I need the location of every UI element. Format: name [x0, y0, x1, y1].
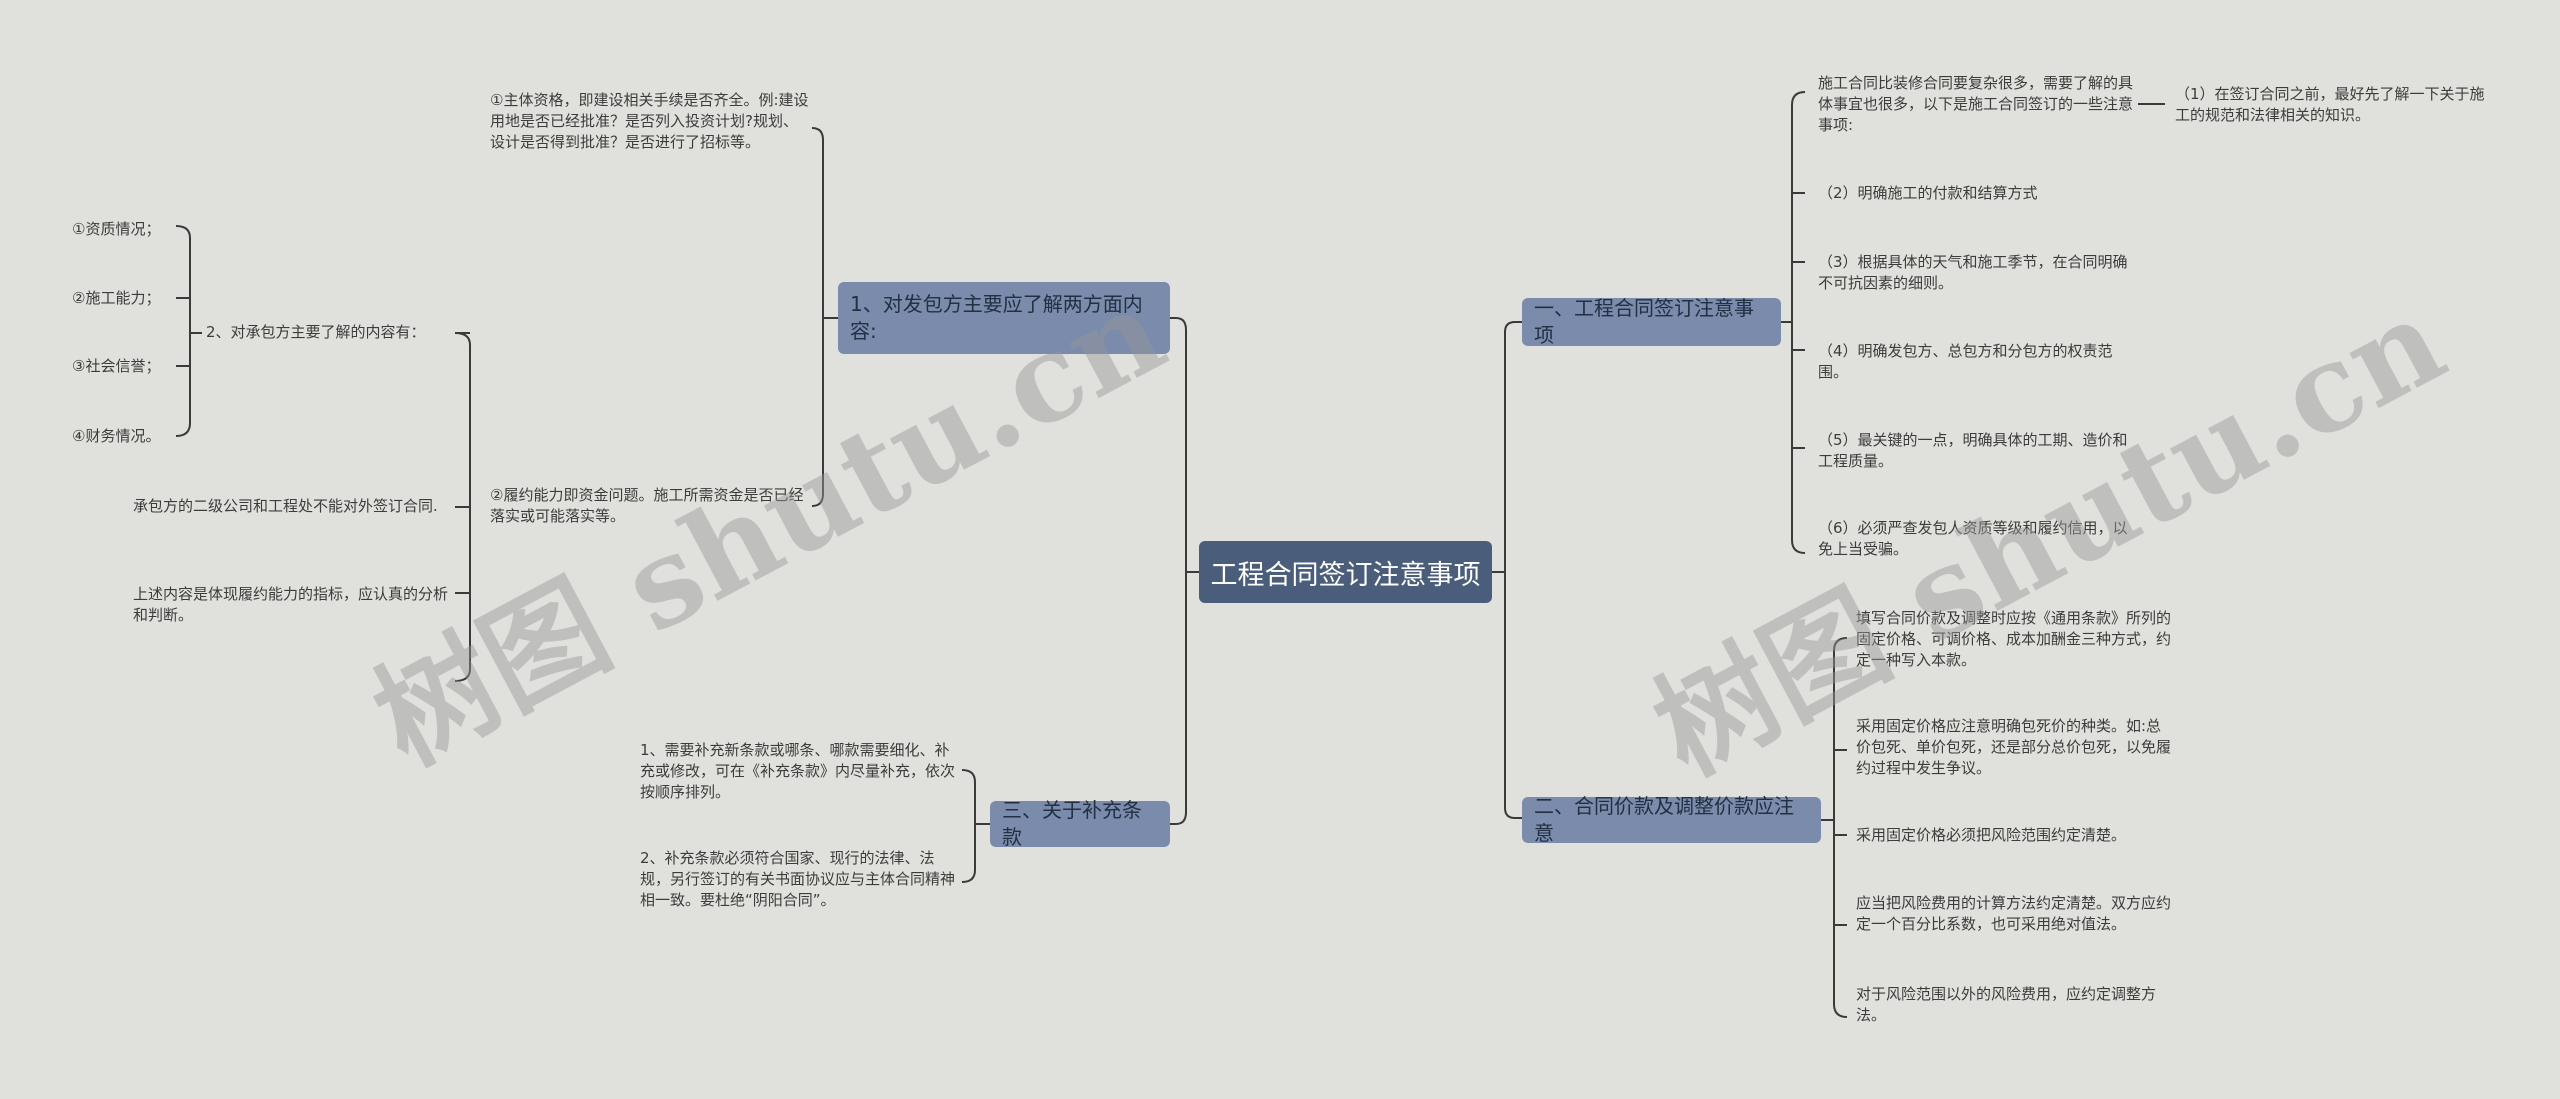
branch-right-2[interactable]: 二、合同价款及调整价款应注意 [1522, 794, 1821, 845]
root-topic[interactable]: 工程合同签订注意事项 [1199, 541, 1492, 603]
right2-item-1[interactable]: 填写合同价款及调整时应按《通用条款》所列的固定价格、可调价格、成本加酬金三种方式… [1856, 609, 2172, 669]
right1-item-6[interactable]: （6）必须严查发包人资质等级和履约信用，以免上当受骗。 [1818, 519, 2128, 558]
right1-item-4[interactable]: （4）明确发包方、总包方和分包方的权责范围。 [1818, 342, 2113, 381]
left-sub2-item-4[interactable]: ④财务情况。 [72, 427, 161, 445]
right2-item-2[interactable]: 采用固定价格应注意明确包死价的种类。如:总价包死、单价包死，还是部分总价包死，以… [1856, 717, 2172, 777]
left1-item-2[interactable]: ②履约能力即资金问题。施工所需资金是否已经落实或可能落实等。 [490, 486, 804, 525]
left-sub2-item-1[interactable]: ①资质情况； [72, 220, 161, 238]
left1-item-1[interactable]: ①主体资格，即建设相关手续是否齐全。例:建设用地是否已经批准？是否列入投资计划?… [490, 91, 809, 151]
right1-item-3[interactable]: （3）根据具体的天气和施工季节，在合同明确不可抗因素的细则。 [1818, 253, 2128, 292]
right1-item-5[interactable]: （5）最关键的一点，明确具体的工期、造价和工程质量。 [1818, 431, 2128, 470]
right2-item-5[interactable]: 对于风险范围以外的风险费用，应约定调整方法。 [1856, 985, 2157, 1024]
right1-intro-child[interactable]: （1）在签订合同之前，最好先了解一下关于施工的规范和法律相关的知识。 [2175, 85, 2485, 124]
branch-left-3[interactable]: 三、关于补充条款 [990, 798, 1170, 849]
right2-item-3[interactable]: 采用固定价格必须把风险范围约定清楚。 [1856, 826, 2127, 844]
left-sub2-item-2[interactable]: ②施工能力； [72, 289, 161, 307]
left3-item-2[interactable]: 2、补充条款必须符合国家、现行的法律、法规，另行签订的有关书面协议应与主体合同精… [640, 849, 956, 909]
branch-right-1[interactable]: 一、工程合同签订注意事项 [1522, 296, 1781, 347]
right1-item-2[interactable]: （2）明确施工的付款和结算方式 [1818, 184, 2038, 202]
right1-intro[interactable]: 施工合同比装修合同要复杂很多，需要了解的具体事宜也很多，以下是施工合同签订的一些… [1818, 74, 2134, 134]
left-sub2-label[interactable]: 2、对承包方主要了解的内容有： [206, 323, 426, 341]
left3-item-1[interactable]: 1、需要补充新条款或哪条、哪款需要细化、补充或修改，可在《补充条款》内尽量补充，… [640, 741, 956, 801]
branch-left-1[interactable]: 1、对发包方主要应了解两方面内容: [838, 282, 1170, 354]
right2-item-4[interactable]: 应当把风险费用的计算方法约定清楚。双方应约定一个百分比系数，也可采用绝对值法。 [1856, 894, 2172, 933]
left-sub2-note-2[interactable]: 上述内容是体现履约能力的指标，应认真的分析和判断。 [133, 585, 449, 624]
left-sub2-item-3[interactable]: ③社会信誉； [72, 357, 161, 375]
left-sub2-note-1[interactable]: 承包方的二级公司和工程处不能对外签订合同. [133, 497, 438, 515]
